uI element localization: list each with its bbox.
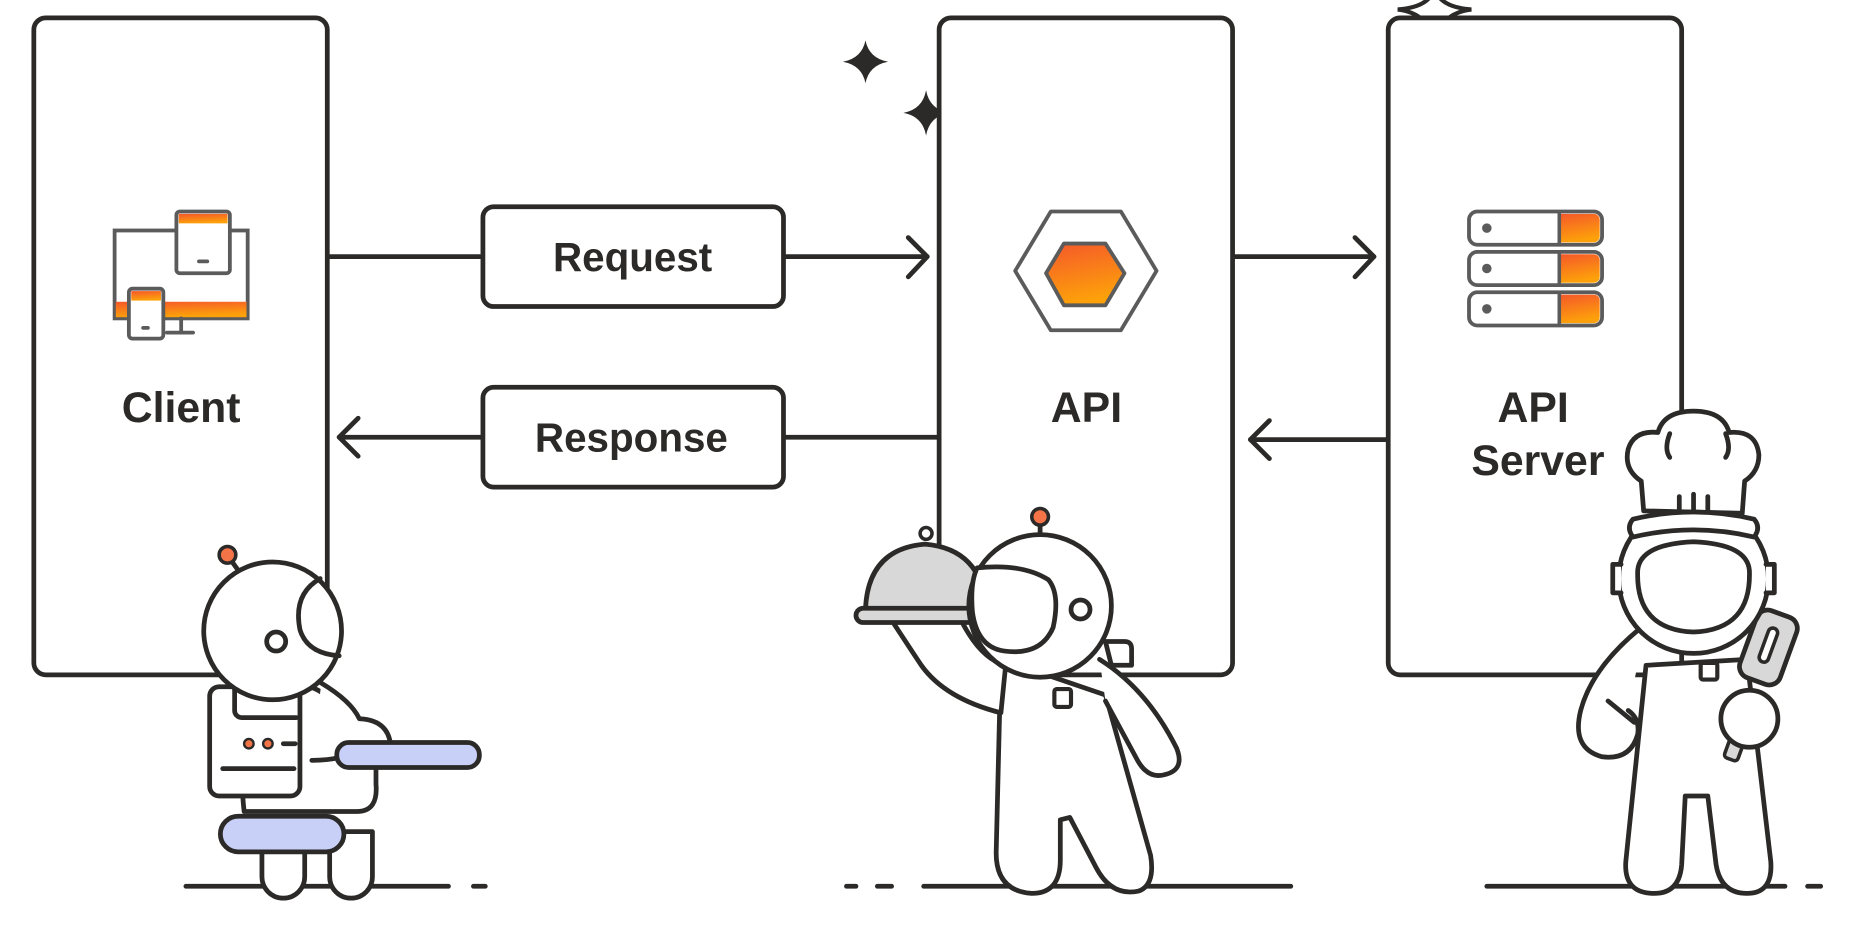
- hexagon-icon: [1013, 209, 1159, 333]
- arrow-left-icon: [336, 415, 361, 459]
- devices-icon: [112, 209, 250, 341]
- request-connector: [326, 235, 930, 280]
- api-server-node[interactable]: [1385, 15, 1685, 678]
- server-stack-icon: [1467, 209, 1604, 328]
- arrow-right-icon: [1352, 235, 1377, 280]
- arrow-left-icon: [1248, 418, 1272, 461]
- api-node[interactable]: [936, 15, 1235, 678]
- desk: [334, 740, 482, 770]
- response-connector: [336, 415, 941, 459]
- client-node[interactable]: [31, 15, 330, 678]
- api-label: API: [1051, 384, 1122, 432]
- chef-robot: [1576, 408, 1800, 896]
- request-label: Request: [553, 234, 712, 280]
- api-server-label-line2: Server: [1471, 437, 1604, 485]
- sparkle-icon: [903, 90, 949, 136]
- api-server-label-line1: API: [1498, 384, 1569, 432]
- antenna-light: [1030, 506, 1051, 527]
- api-to-server-connector: [1231, 235, 1377, 280]
- sparkle-icon: [842, 40, 889, 84]
- stool: [217, 813, 347, 855]
- spatula: [1722, 607, 1800, 763]
- waiter-robot: [853, 506, 1182, 896]
- response-label: Response: [535, 414, 728, 460]
- request-label-box: Request: [480, 204, 786, 309]
- chef-hat: [1624, 408, 1762, 540]
- arrow-right-icon: [905, 235, 930, 280]
- client-robot: [201, 544, 482, 901]
- antenna-light: [217, 544, 238, 565]
- client-label: Client: [122, 384, 241, 432]
- server-to-api-connector: [1248, 418, 1390, 461]
- response-label-box: Response: [480, 384, 786, 490]
